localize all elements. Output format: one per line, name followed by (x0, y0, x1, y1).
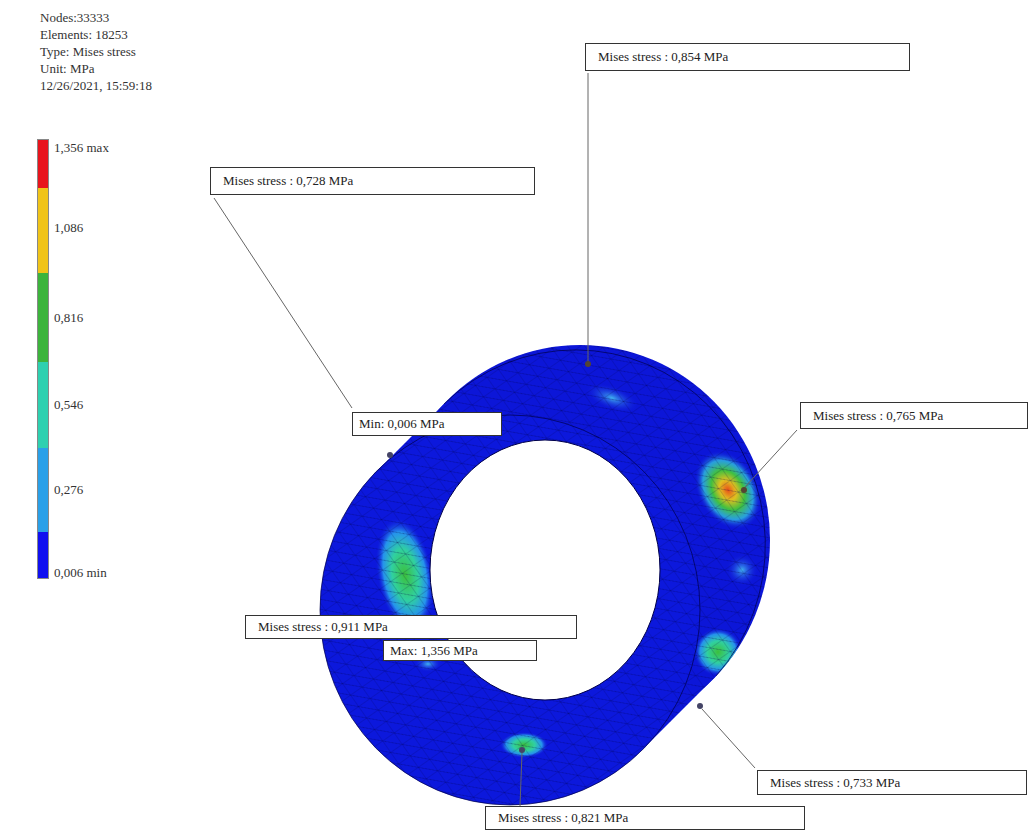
callout-text: Max: 1,356 MPa (390, 643, 478, 659)
callout-text: Min: 0,006 MPa (359, 416, 445, 432)
callout-box: Mises stress : 0,728 MPa (210, 167, 535, 195)
header-info: Type: Mises stress (40, 44, 136, 60)
color-bar-segment (38, 140, 48, 188)
scale-value: 0,276 (54, 482, 83, 498)
scale-value: 0,546 (54, 397, 83, 413)
callout-box: Mises stress : 0,765 MPa (800, 402, 1028, 429)
scale-value: 0,006 min (54, 565, 107, 581)
color-bar-segment (38, 362, 48, 448)
callout-box: Mises stress : 0,821 MPa (485, 806, 805, 830)
callout-text: Mises stress : 0,733 MPa (770, 775, 900, 791)
header-info: 12/26/2021, 15:59:18 (40, 78, 152, 94)
color-bar-segment (38, 273, 48, 362)
callout-text: Mises stress : 0,911 MPa (258, 619, 388, 635)
callout-text: Mises stress : 0,821 MPa (498, 810, 628, 826)
color-bar-segment (38, 448, 48, 532)
callout-box: Min: 0,006 MPa (352, 412, 502, 436)
scale-value: 1,356 max (54, 140, 109, 156)
header-info: Nodes:33333 (40, 10, 109, 26)
scale-value: 0,816 (54, 310, 83, 326)
callout-box: Mises stress : 0,733 MPa (757, 770, 1027, 795)
callout-box: Max: 1,356 MPa (383, 640, 537, 661)
color-bar-segment (38, 188, 48, 273)
callout-text: Mises stress : 0,765 MPa (813, 408, 943, 424)
header-info: Unit: MPa (40, 61, 95, 77)
callout-box: Mises stress : 0,911 MPa (245, 615, 577, 639)
header-info: Elements: 18253 (40, 27, 128, 43)
callout-box: Mises stress : 0,854 MPa (585, 43, 910, 71)
callout-text: Mises stress : 0,728 MPa (223, 173, 353, 189)
scale-value: 1,086 (54, 220, 83, 236)
callout-text: Mises stress : 0,854 MPa (598, 49, 728, 65)
color-bar-segment (38, 532, 48, 579)
